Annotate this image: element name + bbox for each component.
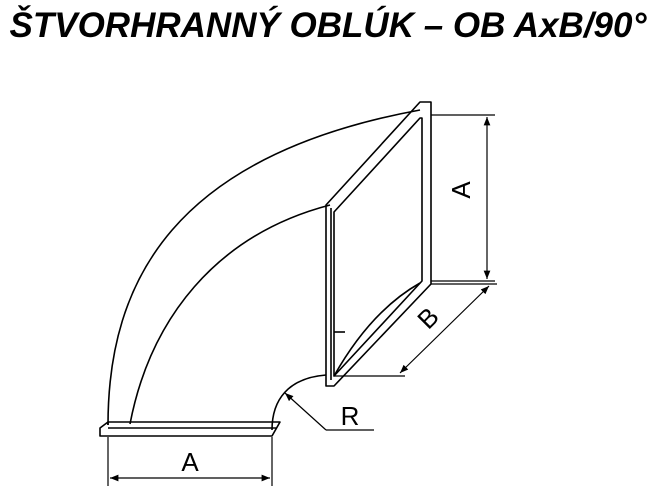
front-outer-arc	[129, 204, 331, 425]
dimension-a-height	[431, 114, 495, 282]
dimension-r-radius	[284, 392, 374, 431]
dimension-b-width-label: B	[411, 301, 444, 334]
page-title: ŠTVORHRANNÝ OBLÚK – OB AxB/90°	[9, 6, 647, 45]
dimension-r-radius-label: R	[341, 401, 360, 431]
bottom-flange	[99, 421, 281, 437]
dimension-a-height-label: A	[446, 181, 476, 199]
dimension-a-bottom-label: A	[181, 447, 199, 477]
upper-flange-outer	[325, 101, 432, 387]
outer-arc	[107, 109, 421, 426]
elbow-body	[99, 101, 432, 437]
upper-flange-inner	[333, 117, 423, 377]
dimension-b-width	[334, 283, 497, 377]
dimension-a-bottom	[107, 437, 273, 486]
